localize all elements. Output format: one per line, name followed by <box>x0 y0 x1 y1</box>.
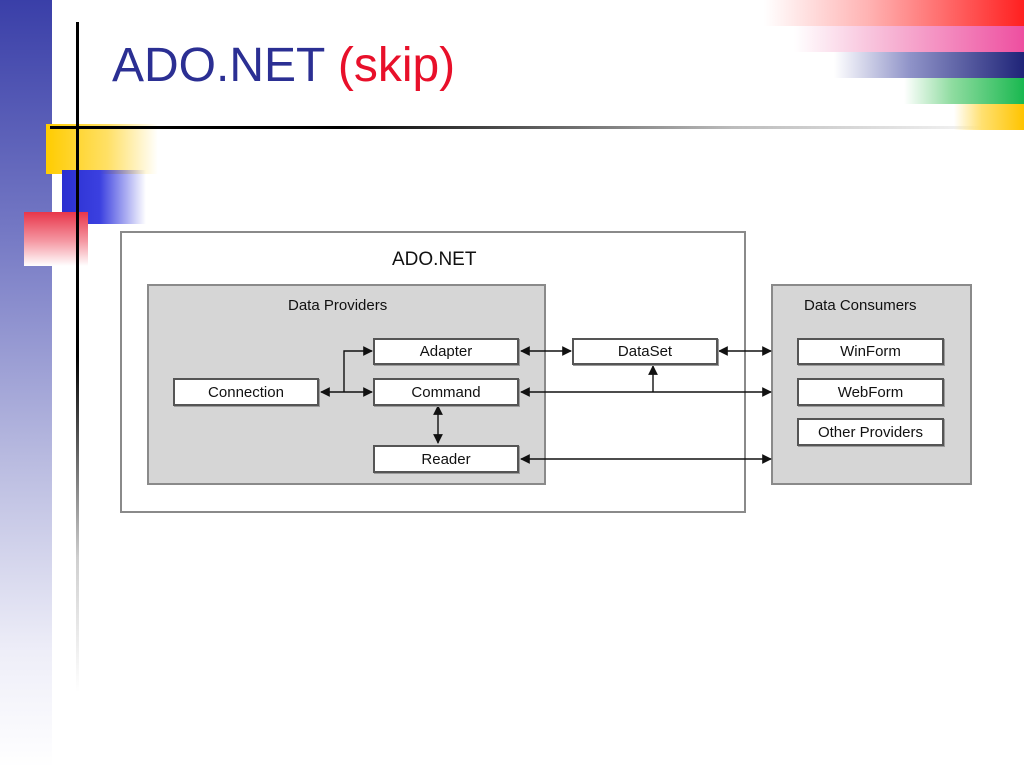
webform-node: WebForm <box>797 378 944 406</box>
vertical-rule <box>76 22 79 692</box>
reader-node: Reader <box>373 445 519 473</box>
dataset-node: DataSet <box>572 338 718 365</box>
decor-bar-red <box>764 0 1024 26</box>
left-gradient-strip <box>0 0 52 768</box>
winform-node: WinForm <box>797 338 944 365</box>
decor-bar-green <box>904 78 1024 104</box>
ado-net-frame-label: ADO.NET <box>392 249 477 270</box>
decor-bar-pink <box>794 26 1024 52</box>
adapter-node: Adapter <box>373 338 519 365</box>
command-node: Command <box>373 378 519 406</box>
title-accent: (skip) <box>337 39 456 92</box>
decor-bar-navy <box>834 52 1024 78</box>
decor-bar-yellow <box>954 104 1024 130</box>
data-providers-label: Data Providers <box>288 297 388 314</box>
slide-title: ADO.NET (skip) <box>112 38 455 93</box>
yellow-decor-square <box>46 124 158 174</box>
title-main: ADO.NET <box>112 39 325 92</box>
connection-node: Connection <box>173 378 319 406</box>
horizontal-rule <box>50 126 1024 129</box>
data-consumers-label: Data Consumers <box>804 297 917 314</box>
other-providers-node: Other Providers <box>797 418 944 446</box>
